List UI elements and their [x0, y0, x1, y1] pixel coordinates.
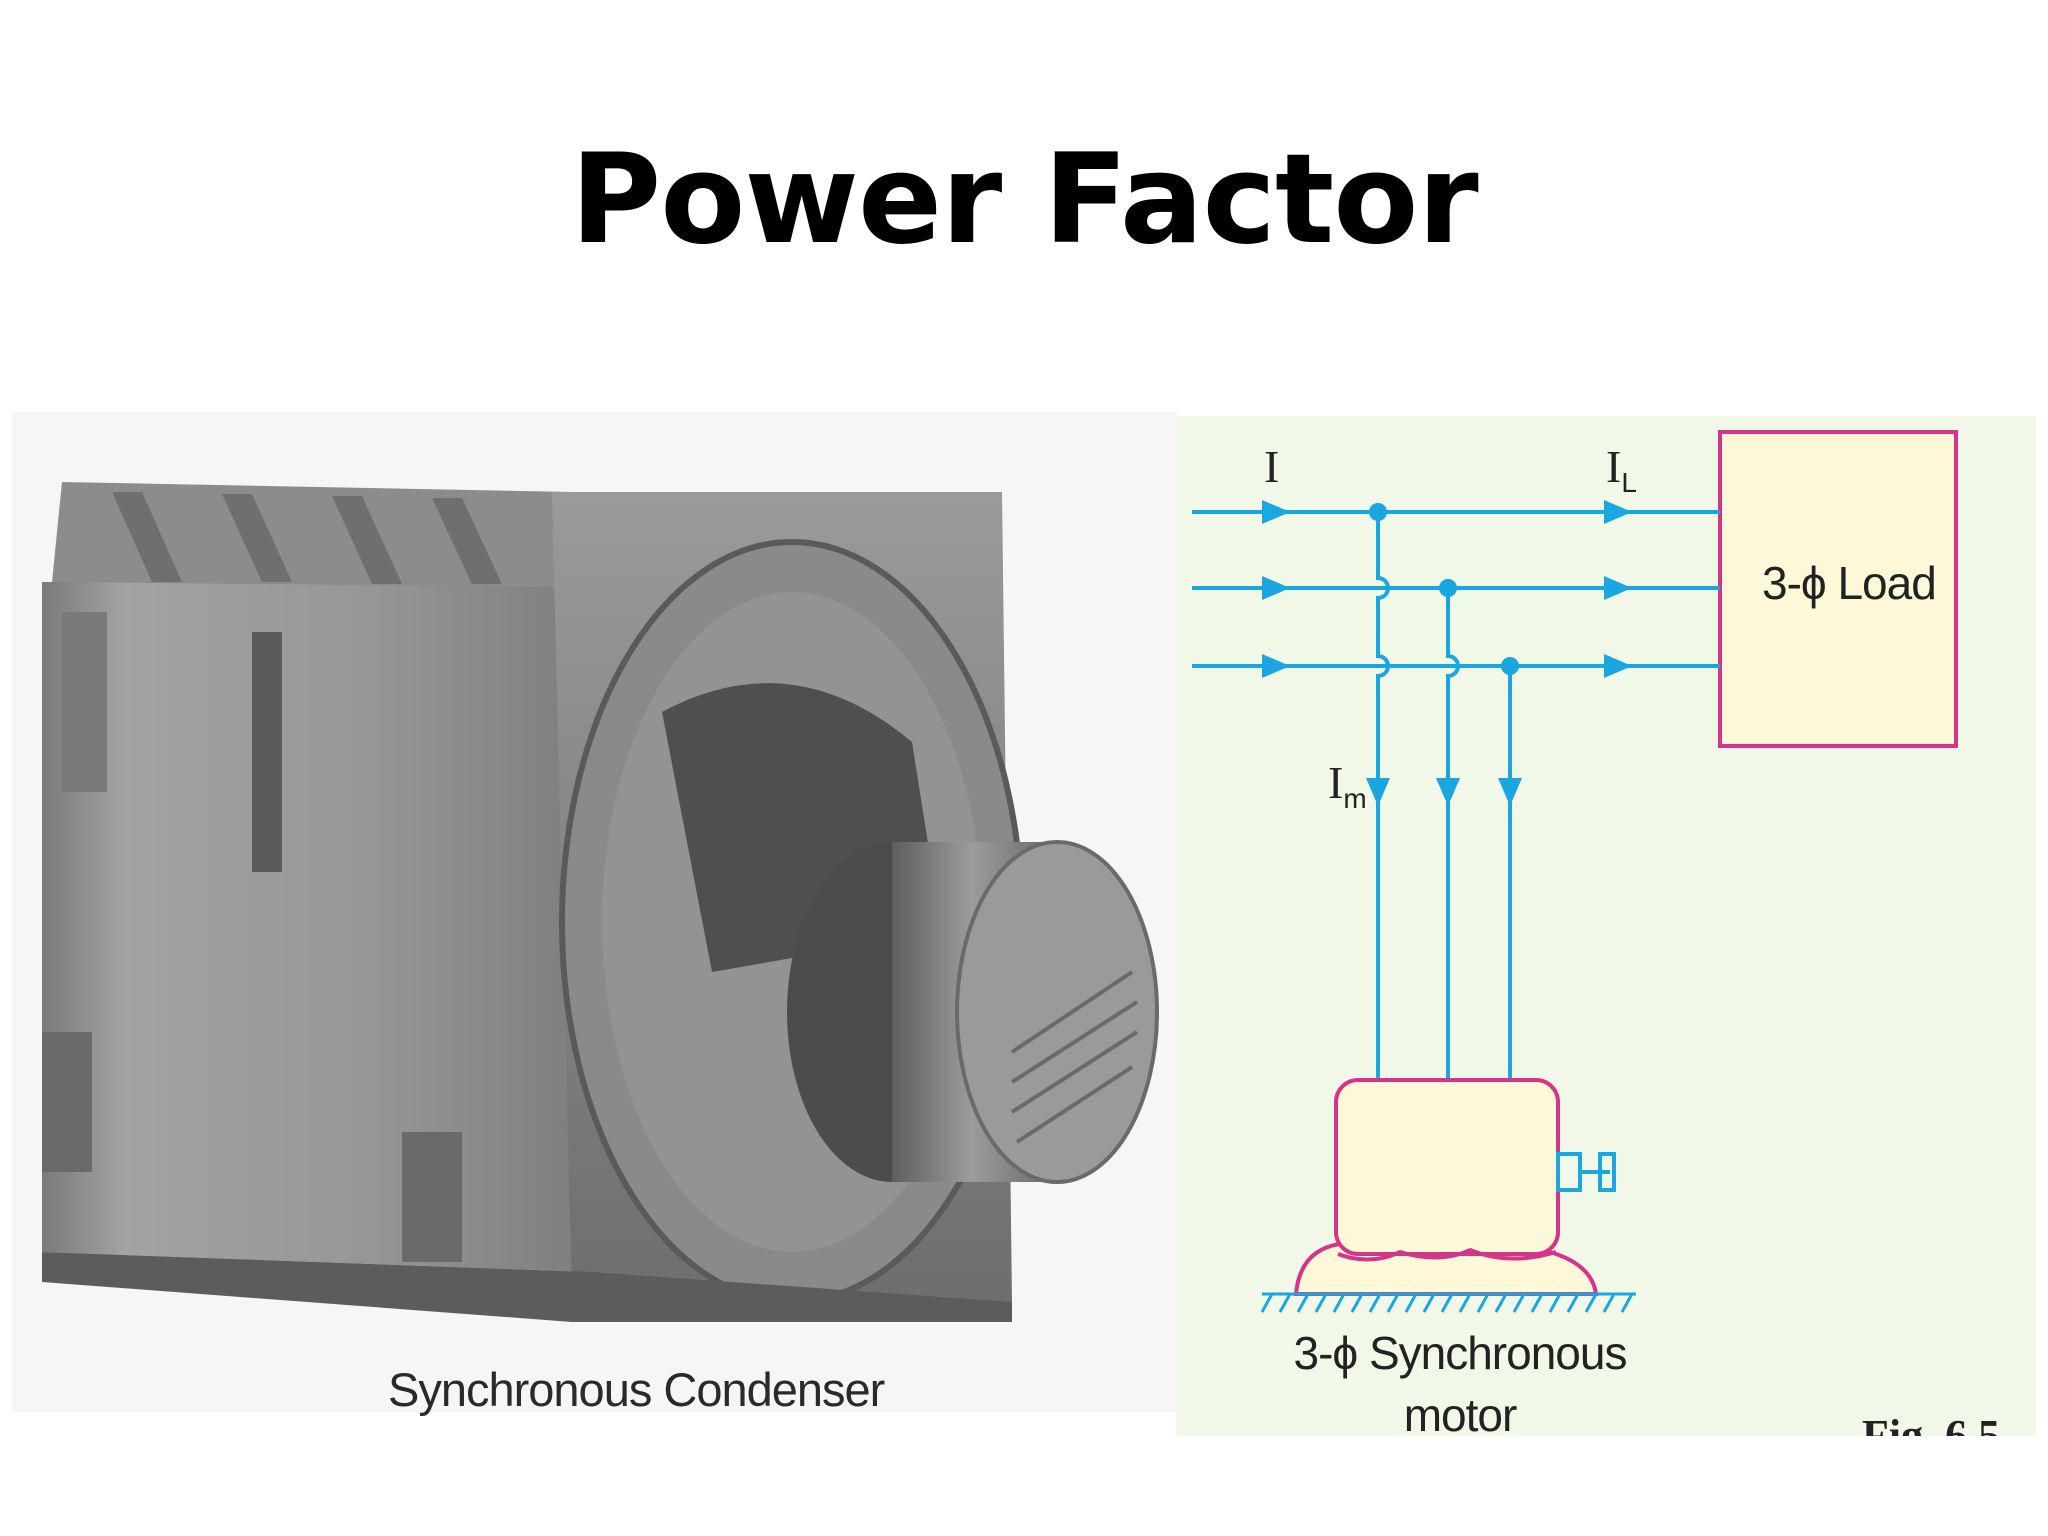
load-label: 3-ϕ Load: [1762, 557, 1937, 609]
current-arrows: [1262, 500, 1632, 806]
load-current-subscript: L: [1621, 467, 1637, 499]
motor-current-label: Im: [1328, 756, 1367, 815]
figure-label: Fig. 6.5: [1862, 1411, 2001, 1436]
pf-correction-circuit-diagram: [1176, 416, 2036, 1436]
load-current-symbol: I: [1606, 441, 1622, 492]
motor-label: 3-ϕ Synchronous motor: [1290, 1322, 1630, 1446]
motor-current-symbol: I: [1328, 757, 1344, 808]
synchronous-condenser-photo: [12, 412, 1177, 1412]
ground-hatch: [1260, 1292, 1636, 1313]
synchronous-motor-symbol: [1293, 1078, 1616, 1296]
motor-current-subscript: m: [1343, 783, 1367, 815]
load-box: [1718, 430, 1958, 748]
motor-label-line2: motor: [1403, 1389, 1518, 1441]
load-current-label: IL: [1606, 440, 1637, 499]
line-current-label: I: [1264, 441, 1280, 492]
motor-label-line1: 3-ϕ Synchronous: [1293, 1327, 1628, 1379]
slide-title: Power Factor: [570, 128, 1478, 272]
photo-caption: Synchronous Condenser: [388, 1363, 885, 1416]
